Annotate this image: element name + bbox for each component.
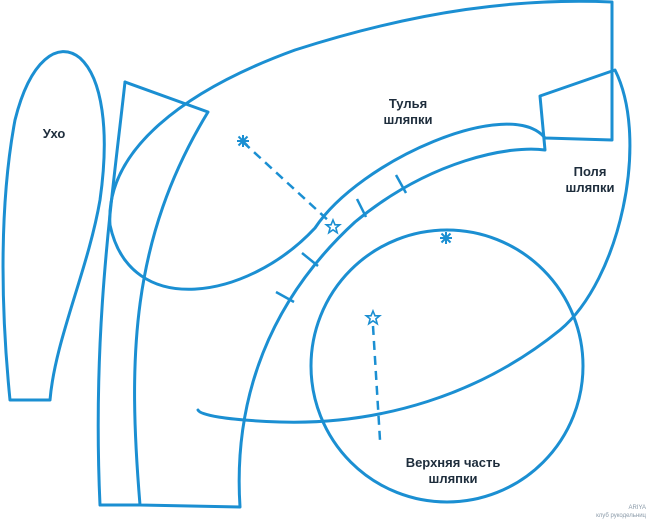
- top-label-line2: шляпки: [428, 471, 477, 486]
- crown-dashed-line: [242, 141, 331, 223]
- top-piece-outline: [309, 228, 585, 504]
- star-outline-icon: [364, 308, 382, 326]
- top-dashed-line: [371, 325, 382, 441]
- notch-mark: [275, 290, 295, 304]
- crown-piece-outline: [108, 0, 614, 291]
- asterisk-icon: [440, 232, 452, 244]
- crown-label-line1: Тулья: [389, 96, 427, 111]
- asterisk-icon: [237, 135, 249, 147]
- top-label-line1: Верхняя часть: [406, 455, 501, 470]
- notch-mark: [301, 252, 319, 267]
- ear-label: Ухо: [43, 126, 66, 141]
- notch-mark: [355, 198, 368, 218]
- watermark-line1: ARIYA: [628, 505, 646, 511]
- notch-mark: [394, 174, 408, 194]
- crown-label-line2: шляпки: [383, 112, 432, 127]
- star-outline-icon: [324, 217, 342, 235]
- ear-piece-outline: [1, 50, 106, 402]
- watermark-line2: клуб рукодельниц: [596, 513, 646, 519]
- brim-piece-outline: [123, 68, 632, 509]
- brim-left-edge: [96, 80, 142, 507]
- brim-label-line2: шляпки: [565, 180, 614, 195]
- brim-label-line1: Поля: [574, 164, 607, 179]
